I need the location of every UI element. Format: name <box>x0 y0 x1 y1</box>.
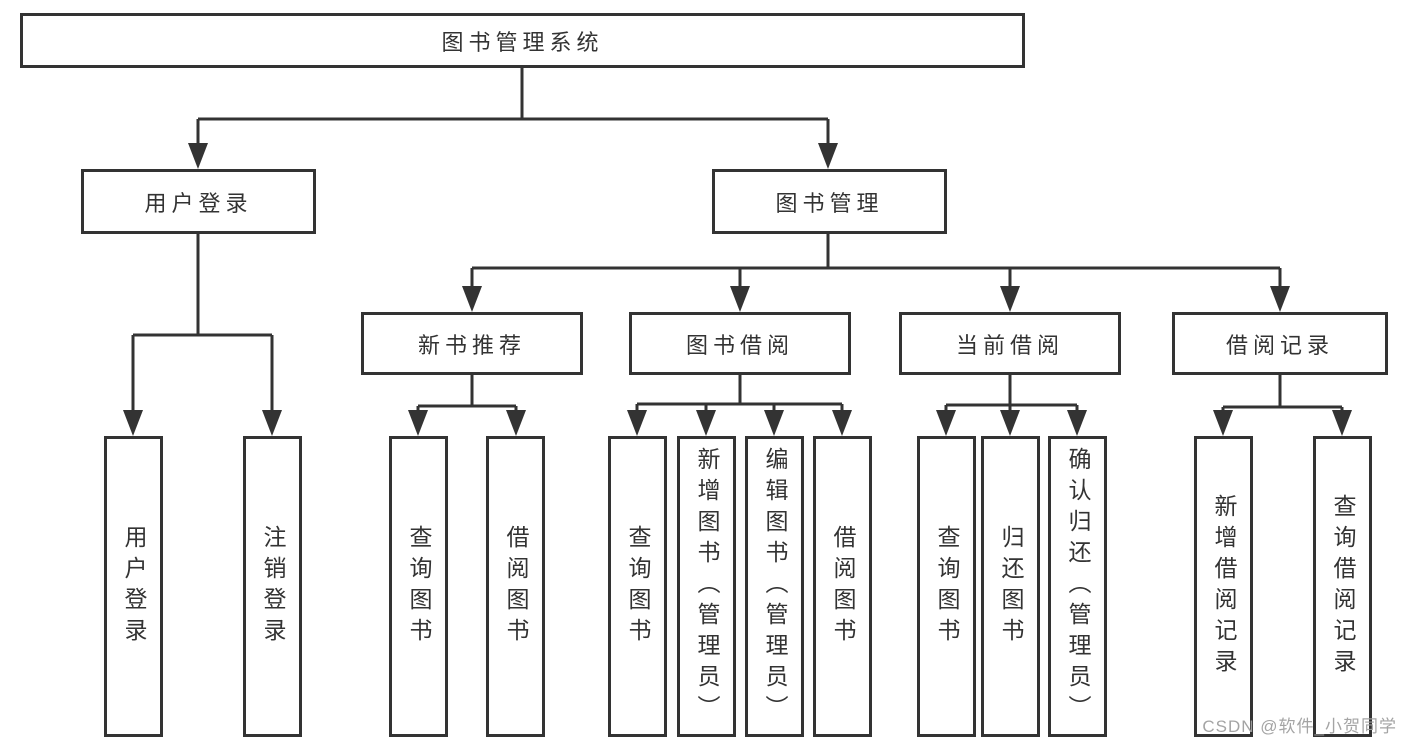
leaf-query-books-recommend: 查询图书 <box>389 436 448 737</box>
node-book-management: 图书管理 <box>712 169 947 234</box>
leaf-add-borrow-record: 新增借阅记录 <box>1194 436 1253 737</box>
leaf-edit-book-admin: 编辑图书（管理员） <box>745 436 804 737</box>
leaf-query-books-current: 查询图书 <box>917 436 976 737</box>
leaf-return-books: 归还图书 <box>981 436 1040 737</box>
node-new-book-recommend: 新书推荐 <box>361 312 583 375</box>
csdn-watermark: CSDN @软件_小贺同学 <box>1202 717 1397 736</box>
arrowhead-icons <box>123 143 1352 436</box>
leaf-query-borrow-record: 查询借阅记录 <box>1313 436 1372 737</box>
leaf-borrow-books-recommend: 借阅图书 <box>486 436 545 737</box>
leaf-borrow-books: 借阅图书 <box>813 436 872 737</box>
node-book-borrow: 图书借阅 <box>629 312 851 375</box>
leaf-query-books-borrow: 查询图书 <box>608 436 667 737</box>
node-current-borrow: 当前借阅 <box>899 312 1121 375</box>
leaf-user-login: 用户登录 <box>104 436 163 737</box>
leaf-logout: 注销登录 <box>243 436 302 737</box>
connector-paths <box>131 68 1344 414</box>
node-library-management-system: 图书管理系统 <box>20 13 1025 68</box>
leaf-add-book-admin: 新增图书（管理员） <box>677 436 736 737</box>
leaf-confirm-return-admin: 确认归还（管理员） <box>1048 436 1107 737</box>
node-borrow-record: 借阅记录 <box>1172 312 1388 375</box>
node-user-login: 用户登录 <box>81 169 316 234</box>
